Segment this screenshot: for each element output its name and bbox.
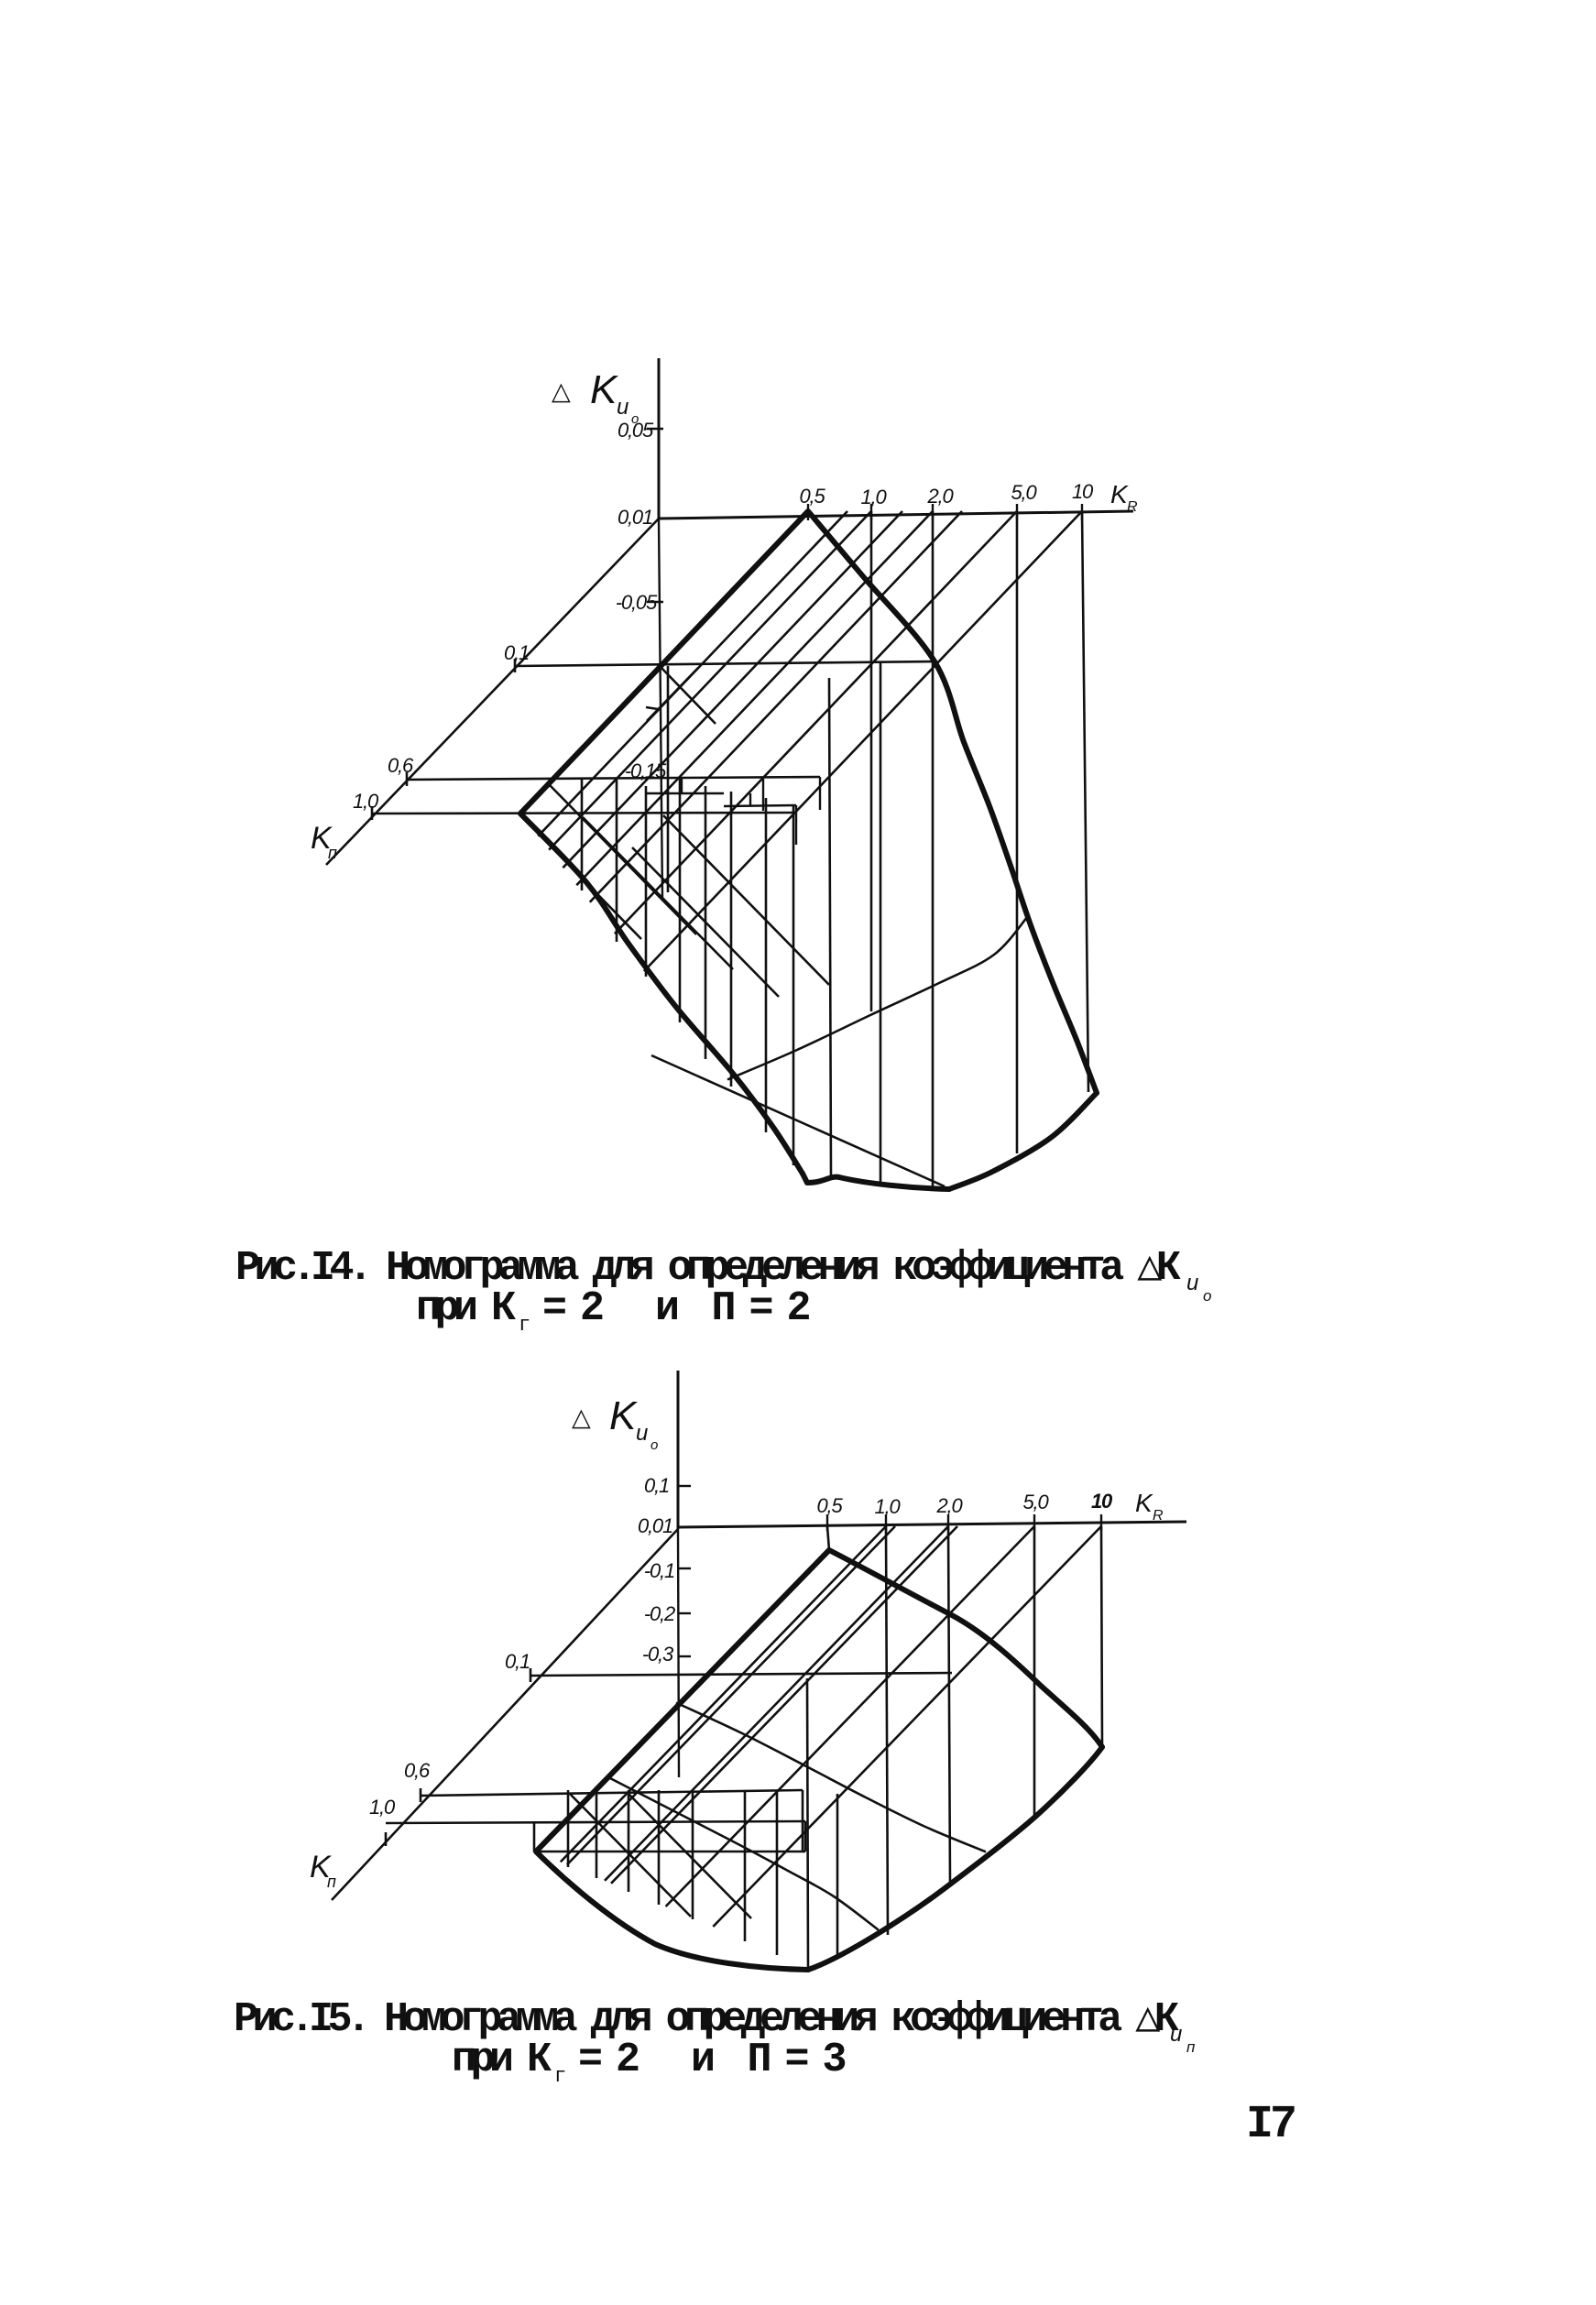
svg-text:10: 10 — [1091, 1490, 1113, 1513]
svg-text:г: г — [519, 1314, 530, 1337]
svg-text:= 2 и П = 2: = 2 и П = 2 — [542, 1285, 810, 1332]
svg-text:1,0: 1,0 — [353, 790, 379, 813]
svg-text:1,0: 1,0 — [875, 1495, 902, 1518]
svg-text:10: 10 — [1072, 480, 1094, 503]
svg-text:0,1: 0,1 — [505, 1650, 530, 1673]
svg-text:K: K — [609, 1393, 638, 1438]
svg-text:г: г — [554, 2065, 565, 2088]
svg-text:5,0: 5,0 — [1011, 481, 1038, 504]
svg-text:o: o — [631, 411, 639, 427]
svg-text:п: п — [1186, 2038, 1196, 2056]
svg-text:0,01: 0,01 — [638, 1514, 672, 1537]
svg-text:и: и — [636, 1421, 648, 1446]
svg-text:при К: при К — [452, 2037, 552, 2083]
svg-text:0,5: 0,5 — [800, 485, 826, 508]
svg-text:0,05: 0,05 — [618, 419, 654, 442]
svg-text:0,01: 0,01 — [618, 506, 652, 529]
svg-text:I7: I7 — [1246, 2099, 1295, 2151]
svg-text:K: K — [1110, 480, 1129, 508]
svg-text:п: п — [328, 844, 337, 862]
svg-text:K: K — [310, 1850, 332, 1884]
svg-text:0,6: 0,6 — [404, 1759, 431, 1782]
svg-text:K: K — [311, 821, 333, 856]
svg-text:1,0: 1,0 — [861, 486, 888, 508]
svg-text:Рис.I5. Номограмма для определ: Рис.I5. Номограмма для определения коэфф… — [234, 1996, 1179, 2043]
svg-text:при К: при К — [416, 1285, 516, 1332]
svg-text:0,1: 0,1 — [504, 641, 529, 664]
svg-text:0,5: 0,5 — [817, 1494, 844, 1517]
svg-text:2,0: 2,0 — [927, 485, 955, 508]
svg-text:R: R — [1127, 499, 1138, 515]
svg-text:2,0: 2,0 — [936, 1494, 964, 1517]
svg-text:-0,2: -0,2 — [644, 1602, 675, 1625]
svg-text:5,0: 5,0 — [1023, 1491, 1050, 1513]
svg-text:1,0: 1,0 — [369, 1796, 396, 1819]
svg-text:u: u — [617, 395, 629, 420]
svg-text:п: п — [327, 1873, 336, 1891]
svg-text:K: K — [1135, 1489, 1153, 1517]
svg-text:△: △ — [552, 377, 571, 405]
svg-text:-0,05: -0,05 — [616, 591, 658, 614]
svg-text:0,6: 0,6 — [388, 754, 414, 777]
svg-text:о: о — [650, 1437, 658, 1453]
svg-text:= 2 и П = 3: = 2 и П = 3 — [578, 2037, 846, 2083]
svg-text:и: и — [1170, 2022, 1182, 2047]
svg-text:Рис.I4. Номограмма для определ: Рис.I4. Номограмма для определения коэфф… — [235, 1245, 1181, 1292]
svg-text:-0,3: -0,3 — [642, 1643, 674, 1666]
svg-text:0,1: 0,1 — [644, 1474, 669, 1497]
svg-text:△: △ — [572, 1404, 591, 1431]
svg-text:R: R — [1153, 1508, 1164, 1524]
svg-text:о: о — [1203, 1287, 1211, 1305]
svg-text:-0,1: -0,1 — [644, 1559, 674, 1582]
svg-text:и: и — [1186, 1271, 1198, 1295]
svg-text:K: K — [590, 367, 618, 412]
